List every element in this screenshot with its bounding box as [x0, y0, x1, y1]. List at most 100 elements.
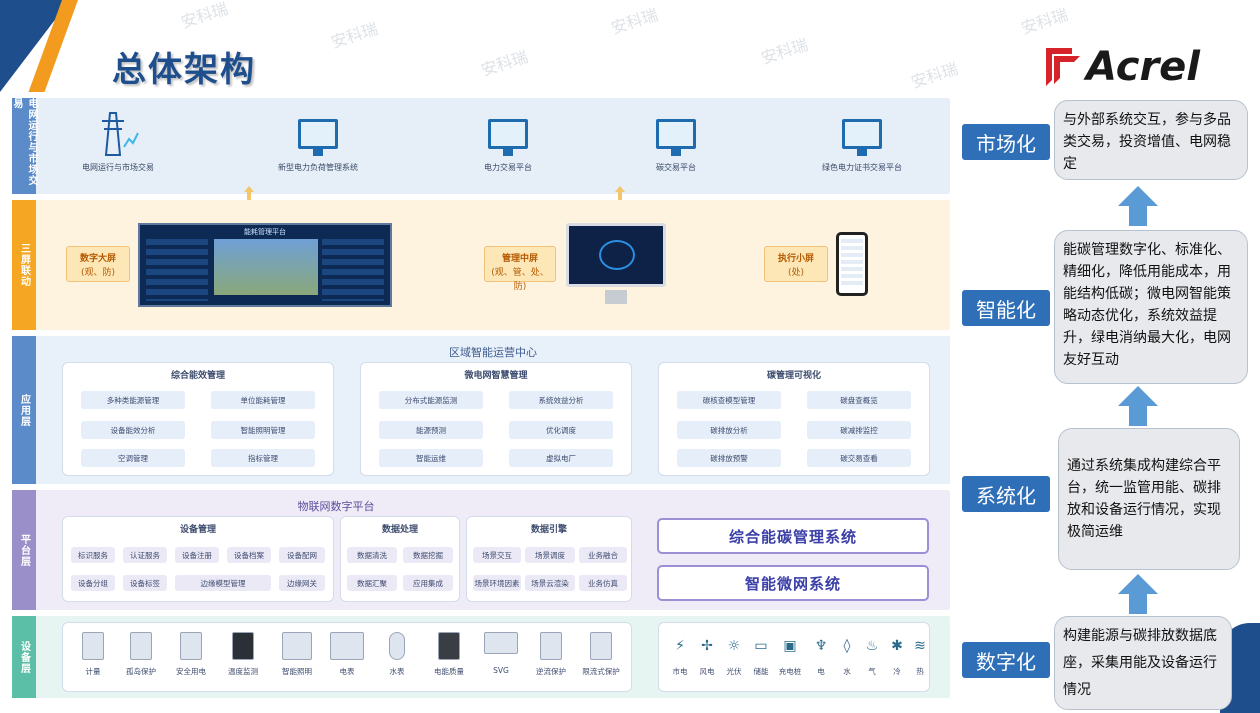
platform-device-mgmt: 设备管理 标识服务 认证服务 设备注册 设备档案 设备配网 设备分组 设备标签 … — [62, 516, 334, 602]
device-label: 限流式保护 — [582, 667, 620, 676]
platform-item[interactable]: 应用集成 — [403, 575, 453, 591]
app-item[interactable]: 空调管理 — [81, 449, 185, 467]
energy-carbon-system-button[interactable]: 综合能碳管理系统 — [657, 518, 929, 554]
big-screen-tag: 数字大屏 (观、防) — [66, 246, 130, 282]
platform-item[interactable]: 设备档案 — [227, 547, 271, 563]
phone-content — [841, 239, 863, 285]
energy-label: 充电桩 — [778, 667, 802, 676]
platform-item[interactable]: 设备配网 — [279, 547, 325, 563]
energy-label: 风电 — [699, 667, 715, 676]
grid-item: 电力交易平台 — [448, 112, 568, 173]
app-item[interactable]: 碳排放预警 — [677, 449, 781, 467]
platform-item[interactable]: 边缘模型管理 — [175, 575, 271, 591]
app-item[interactable]: 碳盘查概览 — [807, 391, 911, 409]
page-title: 总体架构 — [112, 50, 256, 90]
battery-monitor-icon — [485, 112, 531, 156]
energy-charging: ▣充电桩 — [775, 638, 805, 677]
mid-screen-tag: 管理中屏 (观、管、处、防) — [484, 246, 556, 292]
heat-icon: ≋ — [914, 638, 926, 654]
arrow-up-icon — [1118, 574, 1158, 614]
platform-item[interactable]: 场景云渲染 — [525, 575, 575, 591]
watermark: 安科瑞 — [478, 46, 531, 80]
energy-cold: ✱冷 — [882, 638, 912, 677]
app-item[interactable]: 虚拟电厂 — [509, 449, 613, 467]
flame-icon: ♨ — [865, 638, 879, 654]
device-temperature: 温度监测 — [218, 632, 268, 677]
app-item[interactable]: 单位能耗管理 — [211, 391, 315, 409]
platform-item[interactable]: 数据汇聚 — [347, 575, 397, 591]
app-item[interactable]: 碳核查模型管理 — [677, 391, 781, 409]
app-item[interactable]: 碳排放分析 — [677, 421, 781, 439]
app-item[interactable]: 多种类能源管理 — [81, 391, 185, 409]
app-item[interactable]: 碳减排监控 — [807, 421, 911, 439]
platform-item[interactable]: 认证服务 — [123, 547, 167, 563]
app-item[interactable]: 优化调度 — [509, 421, 613, 439]
platform-item[interactable]: 业务仿真 — [579, 575, 627, 591]
energy-grid: ⚡市电 — [665, 638, 695, 677]
platform-item[interactable]: 标识服务 — [71, 547, 115, 563]
water-meter-icon — [389, 632, 405, 660]
microgrid-system-button[interactable]: 智能微网系统 — [657, 565, 929, 601]
app-panel-energy-efficiency: 综合能效管理 多种类能源管理 单位能耗管理 设备能效分析 智能照明管理 空调管理… — [62, 362, 334, 476]
power-tower-icon — [95, 112, 141, 156]
app-item[interactable]: 智能运维 — [379, 449, 483, 467]
platform-item[interactable]: 边缘网关 — [279, 575, 325, 591]
acrel-logo: Acrel — [1046, 44, 1200, 90]
platform-item[interactable]: 场景交互 — [473, 547, 521, 563]
device-svg: SVG — [476, 632, 526, 675]
svg-device-icon — [484, 632, 518, 654]
watermark: 安科瑞 — [908, 58, 961, 92]
platform-item[interactable]: 数据清洗 — [347, 547, 397, 563]
grid-item-label: 电力交易平台 — [484, 163, 532, 172]
watermark: 安科瑞 — [608, 4, 661, 38]
device-electrical-safety: 安全用电 — [166, 632, 216, 677]
platform-item[interactable]: 场景调度 — [525, 547, 575, 563]
electric-meter-icon — [330, 632, 364, 660]
app-item[interactable]: 设备能效分析 — [81, 421, 185, 439]
current-limit-icon — [590, 632, 612, 660]
big-screen-dashboard: 能耗管理平台 — [138, 223, 392, 307]
platform-title: 物联网数字平台 — [297, 500, 375, 513]
arrow-up-icon — [1118, 186, 1158, 226]
app-item[interactable]: 系统效益分析 — [509, 391, 613, 409]
app-item[interactable]: 分布式能源监测 — [379, 391, 483, 409]
energy-electric: ♆电 — [806, 638, 836, 677]
reverse-protection-icon — [540, 632, 562, 660]
app-panel-microgrid: 微电网智慧管理 分布式能源监测 系统效益分析 能源预测 优化调度 智能运维 虚拟… — [360, 362, 632, 476]
device-label: 逆流保护 — [536, 667, 566, 676]
platform-item[interactable]: 设备注册 — [175, 547, 219, 563]
monitor-graphic — [599, 240, 635, 270]
platform-item[interactable]: 设备分组 — [71, 575, 115, 591]
layer-label-device: 设备层 — [12, 616, 36, 698]
battery-icon: ▭ — [754, 638, 768, 654]
panel-title: 设备管理 — [179, 525, 216, 535]
platform-item[interactable]: 设备标签 — [123, 575, 167, 591]
energy-heat: ≋热 — [905, 638, 935, 677]
energy-label: 热 — [916, 667, 924, 676]
device-label: 水表 — [389, 667, 405, 676]
platform-item[interactable]: 数据挖掘 — [403, 547, 453, 563]
device-electric-meter: 电表 — [322, 632, 372, 677]
app-item[interactable]: 智能照明管理 — [211, 421, 315, 439]
energy-label: 水 — [843, 667, 851, 676]
grid-item: 绿色电力证书交易平台 — [802, 112, 922, 173]
platform-item[interactable]: 场景环境因素 — [473, 575, 521, 591]
stage-label-systematic: 系统化 — [962, 476, 1050, 512]
device-label: 安全用电 — [176, 667, 206, 676]
big-screen-sub: (观、防) — [80, 268, 116, 278]
dashboard-panel-left — [146, 239, 208, 301]
small-screen-sub: (处) — [787, 268, 805, 278]
grid-market-layer — [12, 98, 950, 194]
app-item[interactable]: 碳交易查看 — [807, 449, 911, 467]
app-item[interactable]: 能源预测 — [379, 421, 483, 439]
dashboard-title: 能耗管理平台 — [244, 228, 286, 236]
brand-name: Acrel — [1086, 44, 1201, 90]
app-item[interactable]: 指标管理 — [211, 449, 315, 467]
stage-label-digitalization: 数字化 — [962, 642, 1050, 678]
device-label: 电表 — [339, 667, 355, 676]
grid-tower-icon: ⚡ — [675, 638, 685, 654]
grid-item-label: 新型电力负荷管理系统 — [278, 163, 358, 172]
platform-item[interactable]: 业务融合 — [579, 547, 627, 563]
protection-device-icon — [130, 632, 152, 660]
